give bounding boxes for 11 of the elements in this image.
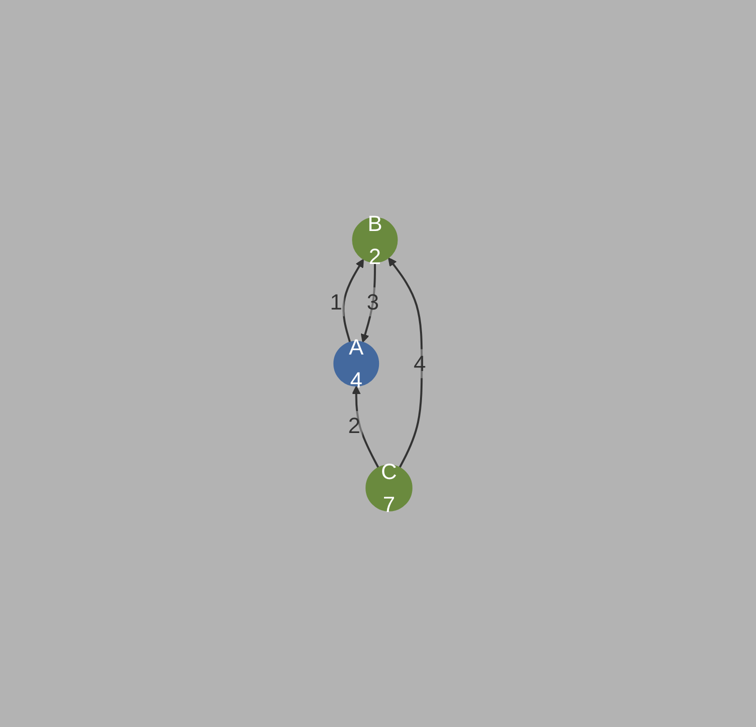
arrow <box>342 258 364 342</box>
arrow <box>388 256 423 468</box>
edge-label: 3 <box>366 288 380 314</box>
node-circle: A 4 <box>333 340 380 386</box>
node-circle: B 2 <box>352 216 398 262</box>
edge-label: 1 <box>330 288 342 314</box>
arrow <box>352 385 380 468</box>
arrow <box>360 262 376 342</box>
edge-label: 4 <box>414 350 426 376</box>
node-circle: C 7 <box>366 464 412 511</box>
edge-label: 2 <box>348 412 360 438</box>
